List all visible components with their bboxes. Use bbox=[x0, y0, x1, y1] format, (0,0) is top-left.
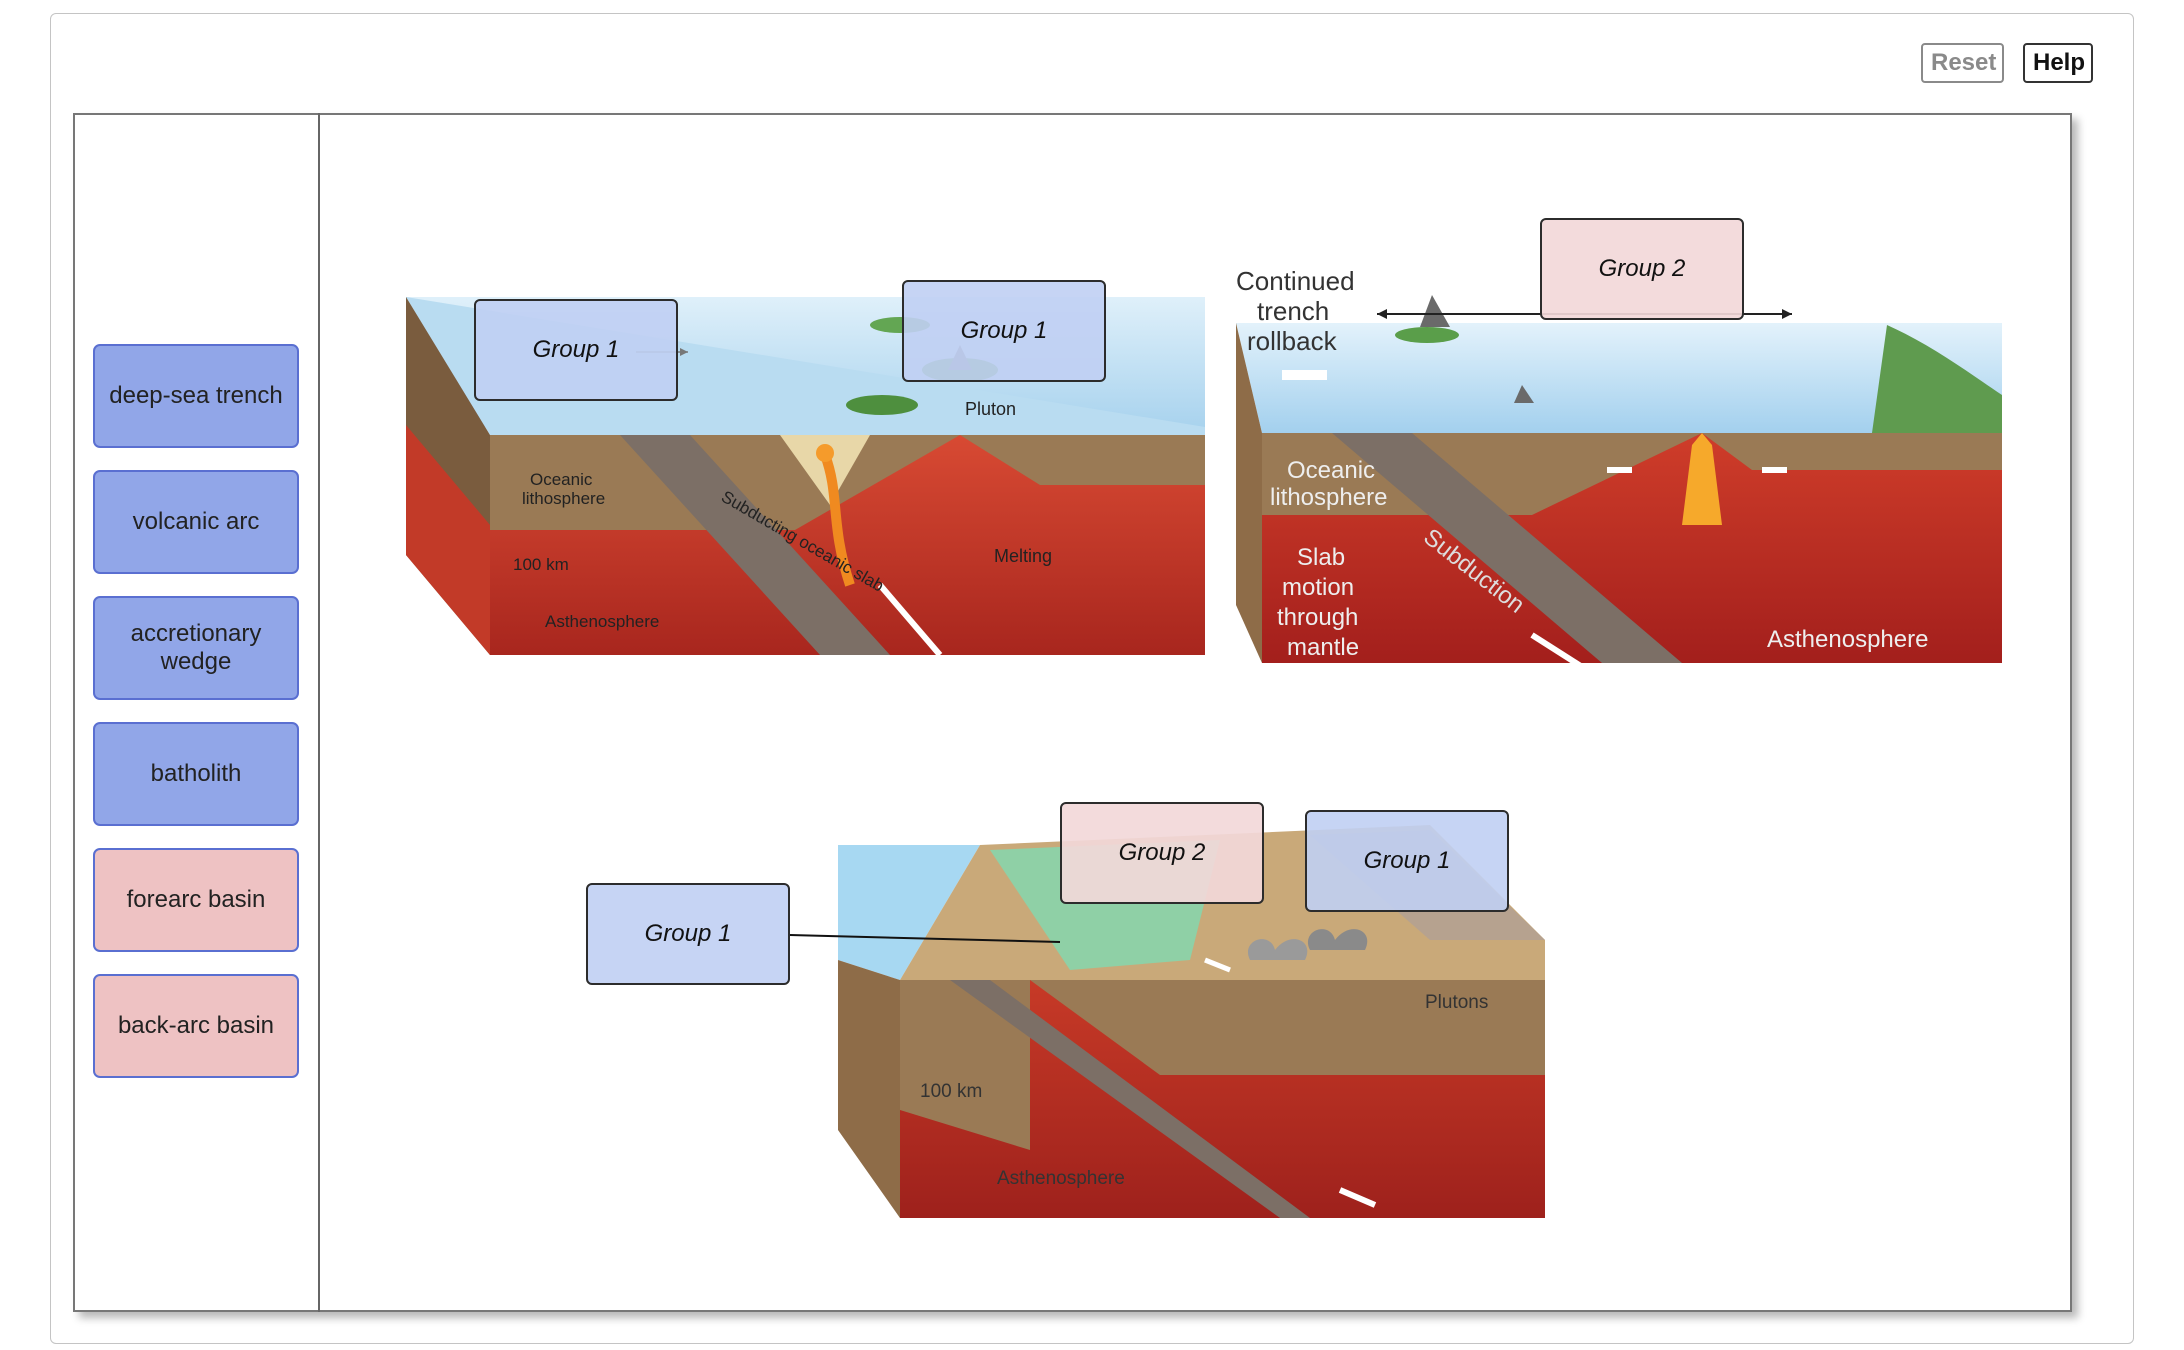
label-oceanic-2: lithosphere bbox=[522, 489, 605, 508]
label-accretionary-wedge[interactable]: accretionary wedge bbox=[93, 596, 299, 700]
label-rollback-3: rollback bbox=[1247, 326, 1338, 356]
label-pluton: Pluton bbox=[965, 399, 1016, 419]
label-asthenosphere-2: Asthenosphere bbox=[1767, 626, 1928, 653]
label-oceanic-4: lithosphere bbox=[1270, 484, 1387, 511]
subducting-slab-3 bbox=[950, 980, 1310, 1218]
label-deep-sea-trench[interactable]: deep-sea trench bbox=[93, 344, 299, 448]
label-bank-divider bbox=[318, 113, 320, 1312]
label-100km-3: 100 km bbox=[920, 1081, 982, 1102]
drop-zone-diagram1-a[interactable]: Group 1 bbox=[474, 299, 678, 401]
drop-zone-diagram1-b[interactable]: Group 1 bbox=[902, 280, 1106, 382]
label-asthenosphere-3: Asthenosphere bbox=[997, 1168, 1125, 1189]
label-volcanic-arc[interactable]: volcanic arc bbox=[93, 470, 299, 574]
label-slab-4: mantle bbox=[1287, 634, 1359, 661]
label-plutons: Plutons bbox=[1425, 992, 1488, 1013]
reset-button[interactable]: Reset bbox=[1921, 43, 2004, 83]
label-slab-1: Slab bbox=[1297, 544, 1345, 571]
drop-zone-diagram3-a[interactable]: Group 1 bbox=[586, 883, 790, 985]
label-melting: Melting bbox=[994, 546, 1052, 566]
label-forearc-basin[interactable]: forearc basin bbox=[93, 848, 299, 952]
drop-zone-diagram3-c[interactable]: Group 1 bbox=[1305, 810, 1509, 912]
subducting-slab bbox=[620, 435, 890, 655]
sea-surface-2 bbox=[1236, 323, 2002, 433]
help-button[interactable]: Help bbox=[2023, 43, 2093, 83]
lithosphere-layer-3 bbox=[900, 980, 1545, 1150]
ocean-3 bbox=[838, 845, 980, 980]
subduction-diagram-2: Continued trench rollback Oceanic lithos… bbox=[1236, 266, 2002, 670]
label-slab-2: motion bbox=[1282, 574, 1354, 601]
label-100km: 100 km bbox=[513, 555, 569, 574]
label-asthenosphere: Asthenosphere bbox=[545, 612, 659, 631]
drop-zone-diagram2-a[interactable]: Group 2 bbox=[1540, 218, 1744, 320]
label-slab-3: through bbox=[1277, 604, 1358, 631]
subducting-slab-2 bbox=[1332, 433, 1682, 663]
label-oceanic-1: Oceanic bbox=[530, 470, 593, 489]
label-rollback-2: trench bbox=[1257, 296, 1329, 326]
label-oceanic-3: Oceanic bbox=[1287, 457, 1375, 484]
label-batholith[interactable]: batholith bbox=[93, 722, 299, 826]
label-back-arc-basin[interactable]: back-arc basin bbox=[93, 974, 299, 1078]
drop-zone-diagram3-b[interactable]: Group 2 bbox=[1060, 802, 1264, 904]
label-rollback-1: Continued bbox=[1236, 266, 1355, 296]
